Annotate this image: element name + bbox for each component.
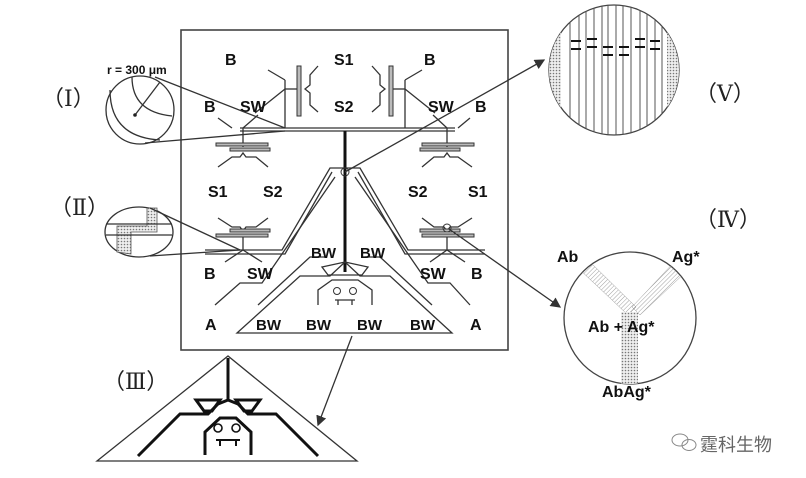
label-bw: BW <box>357 317 383 334</box>
inset-i: （Ⅰ） r = 300 μm <box>42 63 286 145</box>
watermark: 霆科生物 <box>671 433 772 456</box>
chip-labels: B S1 B B SW S2 SW B S1 S2 B SW A S2 S1 S… <box>204 52 488 334</box>
radius-annotation: r = 300 μm <box>107 63 167 77</box>
label-sw: SW <box>247 266 274 283</box>
lower-side-branches <box>215 217 475 263</box>
panel-label-iii: （Ⅲ） <box>103 369 168 394</box>
main-chip <box>180 29 509 351</box>
inset-iii: （Ⅲ） <box>95 335 359 462</box>
label-bw: BW <box>410 317 436 334</box>
chip-frame <box>180 29 509 351</box>
inset-ii: （Ⅱ） <box>50 195 241 258</box>
label-s1: S1 <box>468 184 488 201</box>
watermark-text: 霆科生物 <box>700 435 772 456</box>
arrow-to-iv <box>448 228 562 308</box>
label-bw: BW <box>306 317 332 334</box>
panel-label-v: （Ⅴ） <box>695 81 755 106</box>
arrow-to-iii <box>316 335 353 427</box>
label-a: A <box>205 317 217 334</box>
lane-edge-left <box>549 5 561 135</box>
label-s2: S2 <box>408 184 428 201</box>
label-b: B <box>204 99 216 116</box>
label-sw: SW <box>420 266 447 283</box>
label-sw: SW <box>240 99 267 116</box>
label-ab: Ab <box>557 249 579 266</box>
label-b: B <box>424 52 436 69</box>
label-b: B <box>204 266 216 283</box>
label-bw: BW <box>360 245 386 262</box>
label-bw: BW <box>311 245 337 262</box>
label-b: B <box>225 52 237 69</box>
label-b: B <box>471 266 483 283</box>
label-s1: S1 <box>208 184 228 201</box>
label-ab-plus-ag: Ab + Ag* <box>588 319 655 336</box>
label-abag: AbAg* <box>602 384 652 401</box>
label-s2: S2 <box>334 99 354 116</box>
lane-edge-right <box>667 5 679 135</box>
label-s2: S2 <box>263 184 283 201</box>
label-sw: SW <box>428 99 455 116</box>
inset-v: （Ⅴ） <box>344 4 755 173</box>
wechat-icon <box>671 433 697 451</box>
detection-channels <box>205 167 485 334</box>
label-bw: BW <box>256 317 282 334</box>
top-channel-network <box>215 65 475 272</box>
inset-v-circle <box>548 4 680 136</box>
panel-label-i: （Ⅰ） <box>42 86 95 111</box>
inset-iv: （Ⅳ） Ab Ag* Ab + Ag* AbAg* <box>448 207 761 401</box>
label-a: A <box>470 317 482 334</box>
panel-label-ii: （Ⅱ） <box>50 195 109 220</box>
panel-label-iv: （Ⅳ） <box>695 207 761 232</box>
arrow-to-v <box>344 59 546 173</box>
label-ag: Ag* <box>672 249 700 266</box>
label-b: B <box>475 99 487 116</box>
inset-i-circle <box>105 75 175 145</box>
label-s1: S1 <box>334 52 354 69</box>
